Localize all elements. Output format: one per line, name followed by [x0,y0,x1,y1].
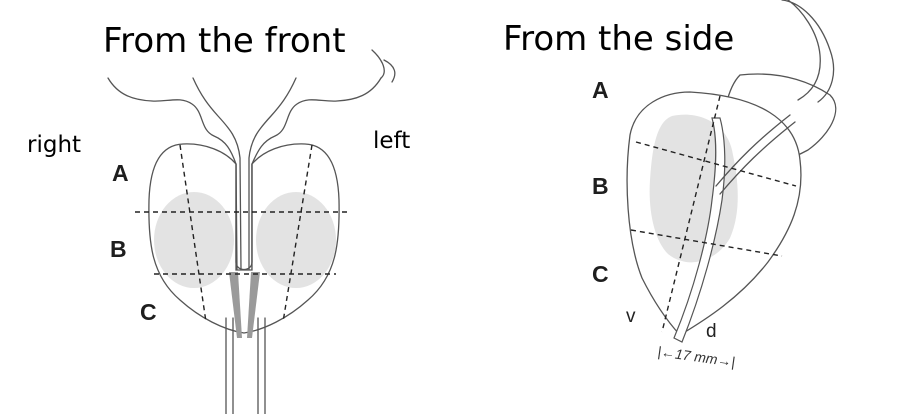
left-lobe-shading [256,192,336,288]
right-ejaculatory-duct [229,272,242,338]
seminal-vesicles-inner-outline [192,49,396,271]
side-zone-c: C [592,261,609,287]
zone-line-bc-side [630,229,783,257]
central-channel-outline [235,163,253,271]
seminal-vesicles-outline [107,77,382,271]
front-zone-b: B [110,236,127,262]
bladder-stalk-outline [781,0,835,103]
side-ejaculatory-duct [715,114,796,195]
side-view: From the side A B C v d |←17 mm→| [503,0,837,370]
left-side-label: left [373,128,410,154]
right-side-label: right [27,132,81,158]
left-ejaculatory-duct [247,272,260,338]
side-zone-b: B [592,173,609,199]
front-zone-c: C [140,299,157,325]
d-label: d [706,321,717,342]
front-view: From the front right left A B C [27,21,410,414]
left-dashed-axis [282,144,313,323]
side-zone-a: A [592,77,609,103]
v-label: v [626,306,636,327]
zone-line-ab-side [635,141,797,187]
right-lobe-shading [154,192,234,288]
front-zone-a: A [112,160,129,186]
urethra-front-outline [225,317,266,414]
side-dashed-axis [661,95,721,333]
right-dashed-axis [179,144,207,323]
side-view-title: From the side [503,19,734,59]
measurement-label: |←17 mm→| [657,343,737,370]
front-view-title: From the front [103,21,346,61]
